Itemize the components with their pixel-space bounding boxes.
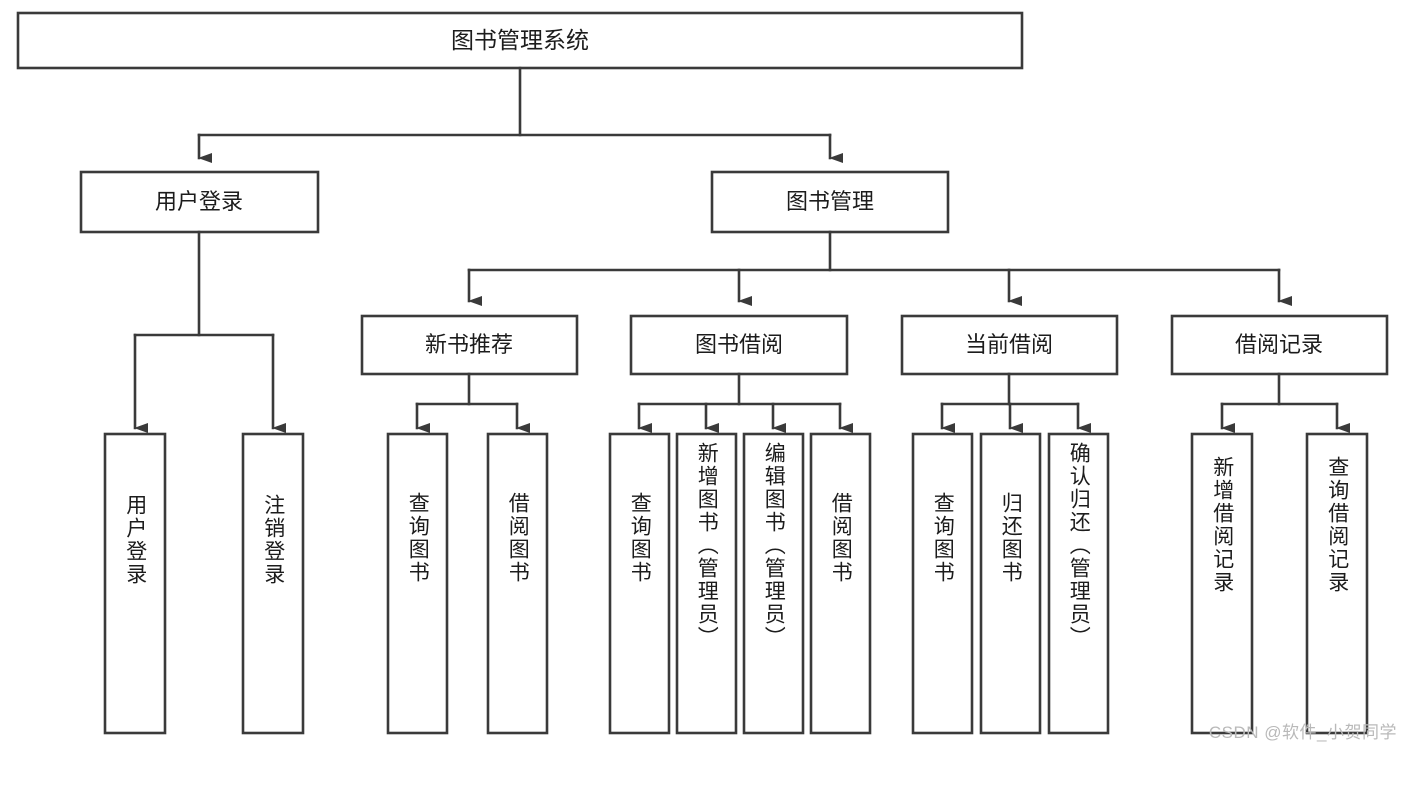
leaf-box-book-borrow-2[interactable] [675,432,738,735]
leaf-box-borrow-record-1[interactable] [1190,432,1254,735]
leaf-box-book-borrow-3[interactable] [742,432,805,735]
leaf-box-user-login-2[interactable] [241,432,305,735]
node-borrow-record-label: 借阅记录 [1235,332,1323,357]
leaf-box-current-borrow-2[interactable] [979,432,1042,735]
node-current-borrow-label: 当前借阅 [965,332,1053,357]
leaf-box-borrow-record-2[interactable] [1305,432,1369,735]
node-book-borrow-box[interactable] [629,314,849,376]
node-root-box[interactable] [16,11,1024,70]
diagram-root: 图书管理系统 用户登录 图书管理 新书推荐 图书借阅 当前借阅 [16,11,1397,742]
leaf-box-current-borrow-3[interactable] [1047,432,1110,735]
node-root-label: 图书管理系统 [451,27,589,53]
leaf-box-new-book-1[interactable] [386,432,449,735]
diagram-canvas: 图书管理系统 用户登录 图书管理 新书推荐 图书借阅 当前借阅 [16,11,1389,735]
node-book-borrow-label: 图书借阅 [695,332,783,357]
node-new-book-label: 新书推荐 [425,332,513,357]
node-book-manage-box[interactable] [710,170,950,234]
node-current-borrow-box[interactable] [900,314,1119,376]
leaf-box-book-borrow-4[interactable] [809,432,872,735]
node-new-book-box[interactable] [360,314,579,376]
watermark-text: CSDN @软件_小贺同学 [1208,723,1397,742]
leaf-box-new-book-2[interactable] [486,432,549,735]
node-user-login-label: 用户登录 [155,189,243,214]
leaf-box-current-borrow-1[interactable] [911,432,974,735]
node-borrow-record-box[interactable] [1170,314,1389,376]
leaf-box-user-login-1[interactable] [103,432,167,735]
leaf-box-book-borrow-1[interactable] [608,432,671,735]
node-book-manage-label: 图书管理 [786,189,874,214]
